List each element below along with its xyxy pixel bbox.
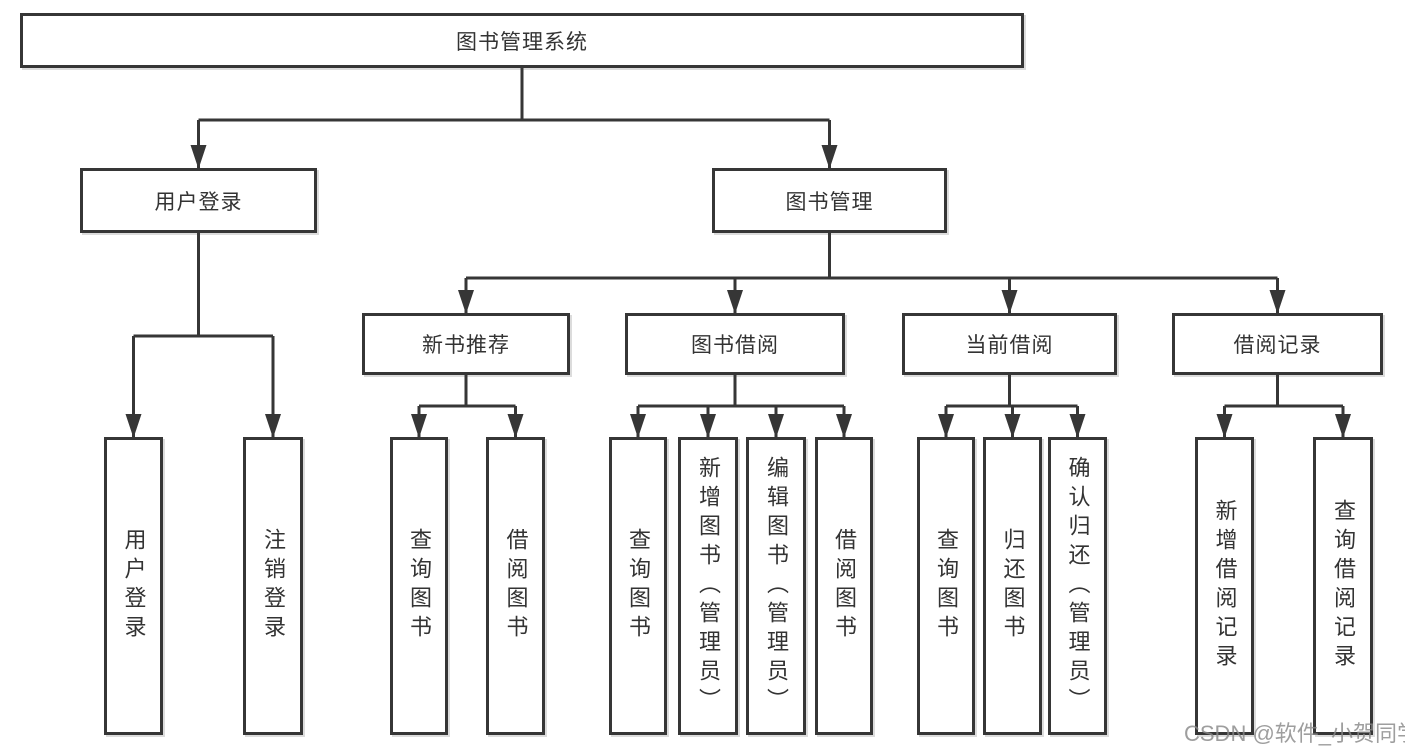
node-query-books-recommend-label: 查询图书 <box>407 528 432 644</box>
connector-root <box>190 68 838 169</box>
node-confirm-return-admin: 确认归还（管理员） <box>1048 437 1107 735</box>
node-logout-leaf: 注销登录 <box>243 437 303 735</box>
node-login-leaf-label: 用户登录 <box>121 528 147 644</box>
node-borrow-books-recommend: 借阅图书 <box>486 437 545 735</box>
node-borrow-books-recommend-label: 借阅图书 <box>503 528 529 644</box>
connector-book-borrow <box>630 375 852 438</box>
node-book-borrow: 图书借阅 <box>625 313 845 375</box>
node-login-leaf: 用户登录 <box>104 437 163 735</box>
node-query-books-current-label: 查询图书 <box>934 528 959 644</box>
node-root-label: 图书管理系统 <box>456 30 588 54</box>
node-new-book-recommend-label: 新书推荐 <box>422 334 510 357</box>
node-book-management: 图书管理 <box>712 168 947 233</box>
node-edit-book-admin: 编辑图书（管理员） <box>746 437 806 735</box>
node-logout-leaf-label: 注销登录 <box>261 528 286 644</box>
node-borrow-books-leaf-label: 借阅图书 <box>832 528 857 644</box>
node-user-login: 用户登录 <box>80 168 317 233</box>
node-query-borrow-record-label: 查询借阅记录 <box>1331 499 1356 673</box>
connector-borrow-records <box>1216 375 1351 438</box>
node-query-books-borrow-label: 查询图书 <box>626 528 651 644</box>
node-query-books-current: 查询图书 <box>917 437 975 735</box>
node-borrow-records: 借阅记录 <box>1172 313 1383 375</box>
node-query-books-recommend: 查询图书 <box>390 437 448 735</box>
node-current-borrow-label: 当前借阅 <box>965 334 1054 357</box>
node-root: 图书管理系统 <box>20 13 1024 68</box>
node-add-book-admin: 新增图书（管理员） <box>678 437 738 735</box>
node-book-management-label: 图书管理 <box>785 190 874 214</box>
node-user-login-label: 用户登录 <box>154 190 243 214</box>
node-borrow-books-leaf: 借阅图书 <box>815 437 873 735</box>
node-current-borrow: 当前借阅 <box>902 313 1117 375</box>
node-confirm-return-admin-label: 确认归还（管理员） <box>1065 455 1091 717</box>
node-add-book-admin-label: 新增图书（管理员） <box>696 455 721 717</box>
node-query-books-borrow: 查询图书 <box>609 437 667 735</box>
connector-new-book-recommend <box>411 375 524 438</box>
connector-book-management <box>458 233 1286 314</box>
node-book-borrow-label: 图书借阅 <box>691 334 779 357</box>
watermark-text: CSDN @软件_小贺同学 <box>1184 721 1405 746</box>
connector-user-login <box>125 233 281 438</box>
node-query-borrow-record: 查询借阅记录 <box>1313 437 1373 735</box>
node-borrow-records-label: 借阅记录 <box>1233 334 1322 357</box>
node-return-book: 归还图书 <box>983 437 1042 735</box>
node-add-borrow-record: 新增借阅记录 <box>1195 437 1254 735</box>
connector-current-borrow <box>938 375 1086 438</box>
node-edit-book-admin-label: 编辑图书（管理员） <box>764 455 789 717</box>
node-add-borrow-record-label: 新增借阅记录 <box>1212 499 1238 673</box>
node-return-book-label: 归还图书 <box>1000 528 1026 644</box>
node-new-book-recommend: 新书推荐 <box>362 313 570 375</box>
